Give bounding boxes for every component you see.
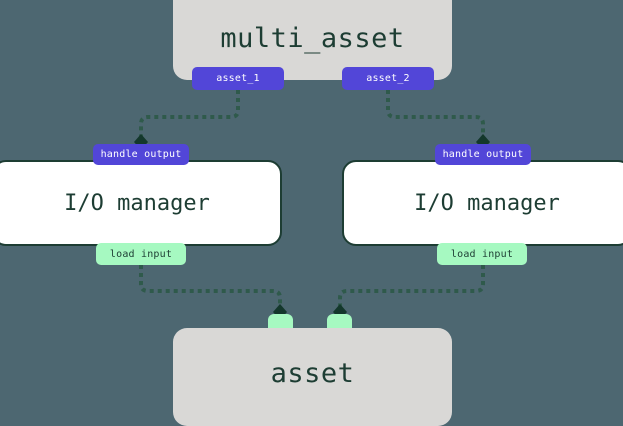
- badge-load-input-right-label: load input: [450, 248, 514, 260]
- asset-label: asset: [270, 357, 355, 389]
- io-manager-right-label: I/O manager: [414, 190, 560, 216]
- badge-asset-2-label: asset_2: [366, 73, 410, 84]
- multi-asset-label: multi_asset: [220, 22, 405, 54]
- io-manager-right-node[interactable]: I/O manager: [342, 160, 623, 246]
- badge-handle-output-right[interactable]: handle output: [435, 144, 531, 165]
- badge-handle-output-left-label: handle output: [100, 149, 182, 160]
- io-manager-left-node[interactable]: I/O manager: [0, 160, 282, 246]
- asset-node[interactable]: asset: [173, 328, 452, 426]
- edge-asset1-to-handle-output-left: [139, 90, 240, 140]
- badge-asset-2[interactable]: asset_2: [342, 67, 434, 90]
- badge-asset-1[interactable]: asset_1: [192, 67, 284, 90]
- badge-handle-output-left[interactable]: handle output: [93, 144, 189, 165]
- badge-asset-1-label: asset_1: [216, 73, 260, 84]
- edge-load-input-right-to-asset: [338, 265, 485, 310]
- io-manager-left-label: I/O manager: [64, 190, 210, 216]
- badge-handle-output-right-label: handle output: [442, 149, 524, 160]
- badge-load-input-left-label: load input: [109, 248, 173, 260]
- badge-load-input-right[interactable]: load input: [437, 243, 527, 265]
- edge-asset2-to-handle-output-right: [386, 90, 485, 140]
- edge-load-input-left-to-asset: [139, 265, 282, 310]
- badge-load-input-left[interactable]: load input: [96, 243, 186, 265]
- multi-asset-node[interactable]: multi_asset: [173, 0, 452, 80]
